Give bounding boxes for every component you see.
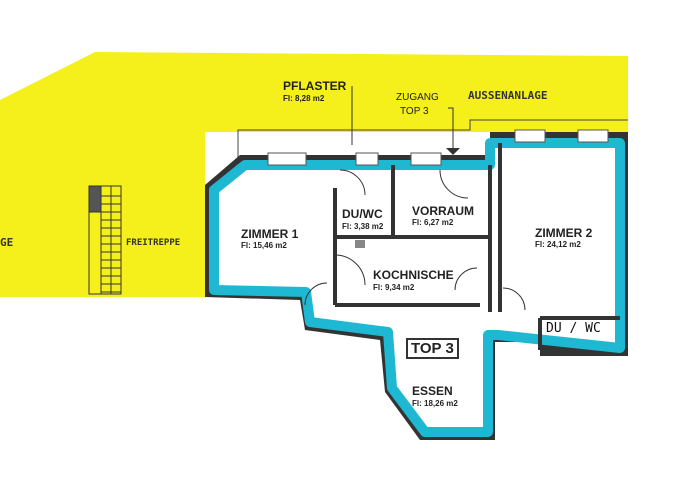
room-area: Fl: 6,27 m2	[412, 218, 454, 227]
room-area: Fl: 24,12 m2	[535, 240, 581, 249]
windows	[267, 129, 609, 166]
shaft	[355, 240, 365, 248]
room-area: Fl: 3,38 m2	[342, 222, 384, 231]
aussenanlage-fragment: GE	[0, 236, 14, 249]
handwritten-du-wc-label: DU / WC	[546, 321, 601, 336]
doors	[304, 169, 526, 311]
property-line	[237, 119, 628, 160]
zugang-label: ZUGANG	[396, 92, 439, 103]
room-name: DU/WC	[342, 207, 383, 221]
room-name: ZIMMER 2	[535, 226, 593, 240]
room-name: KOCHNISCHE	[373, 268, 454, 282]
room-area: Fl: 15,46 m2	[241, 241, 287, 250]
room-area: Fl: 18,26 m2	[412, 399, 458, 408]
interior-walls	[333, 143, 620, 350]
yard-area	[0, 52, 628, 297]
pflaster-label: PFLASTER	[283, 79, 347, 93]
entrance-arrow-icon	[446, 148, 460, 155]
unit-label: TOP 3	[406, 338, 459, 359]
zugang-top-label: TOP 3	[400, 106, 429, 117]
room-name: ESSEN	[412, 384, 453, 398]
pflaster-area: Fl: 8,28 m2	[283, 94, 325, 103]
aussenanlage-label: AUSSENANLAGE	[468, 89, 548, 102]
room-name: VORRAUM	[412, 204, 474, 218]
room-name: ZIMMER 1	[241, 227, 299, 241]
room-area: Fl: 9,34 m2	[373, 283, 415, 292]
freitreppe-label: FREITREPPE	[126, 238, 181, 248]
leader-lines	[351, 86, 454, 148]
